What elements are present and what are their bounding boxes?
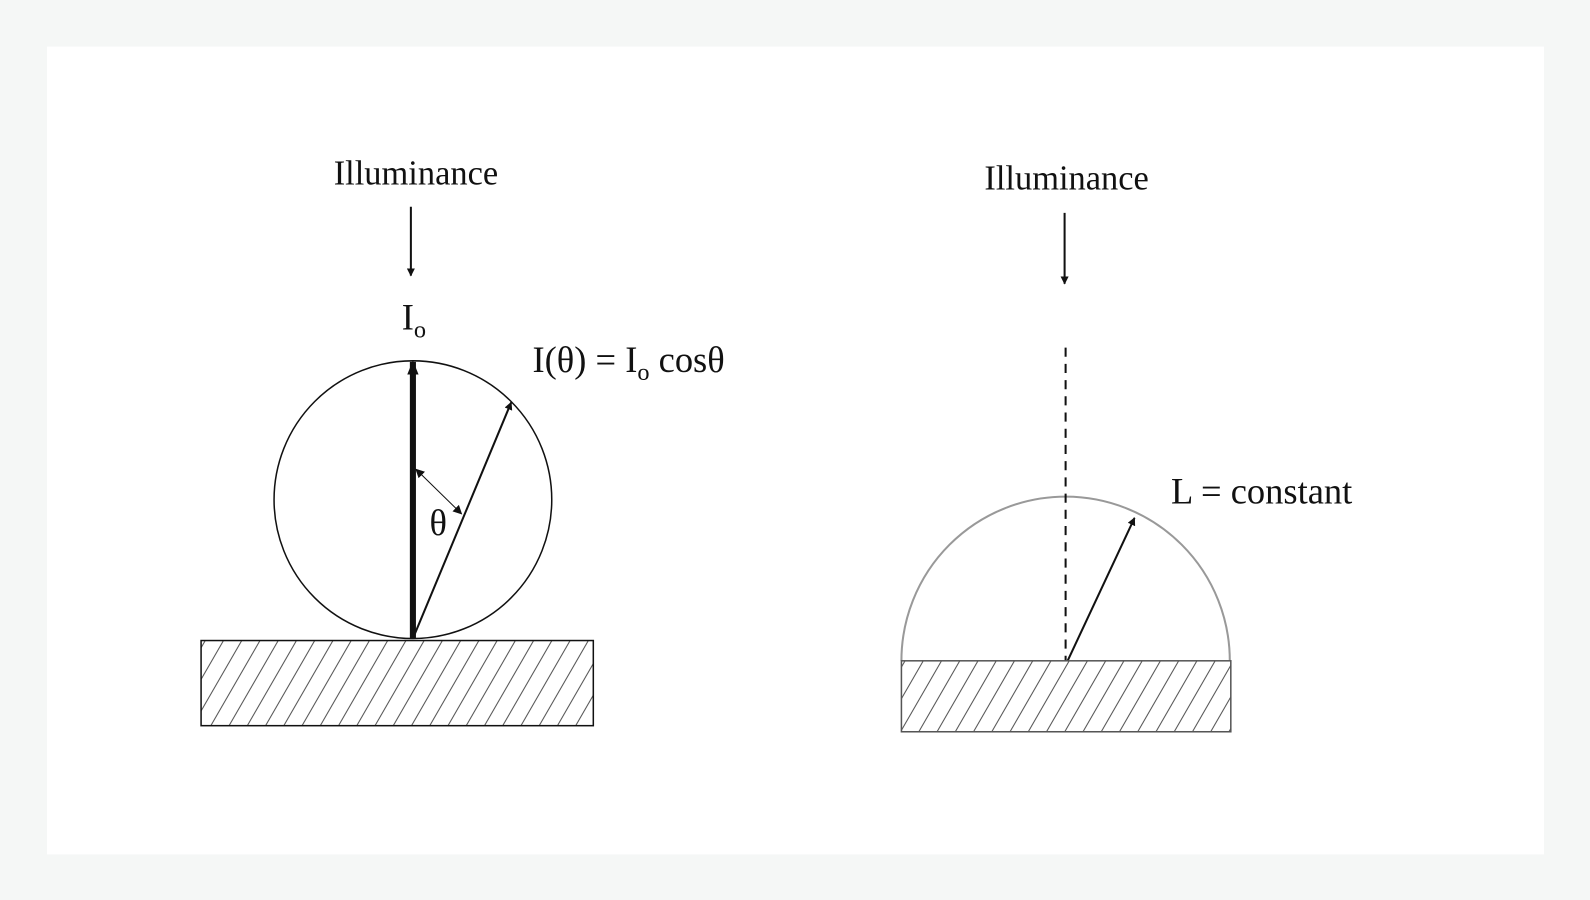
luminance-constant-label: L = constant [1171, 471, 1352, 512]
uniform-luminance-diagram: Illuminance L = constant [900, 160, 1352, 733]
cosine-formula: I(θ) = Io cosθ [533, 339, 725, 386]
surface-hatch-left [201, 640, 594, 726]
surface-hatch-right [901, 660, 1231, 732]
lambertian-diagram: Illuminance Io I(θ) = Io cosθ θ [200, 154, 725, 727]
luminance-arrow [1066, 517, 1136, 662]
angle-indicator [415, 468, 463, 515]
figure-panel [47, 46, 1544, 855]
angle-theta-label: θ [430, 502, 447, 543]
surface-left [200, 639, 595, 727]
illuminance-label-left: Illuminance [334, 154, 498, 192]
surface-right [900, 660, 1232, 733]
angled-intensity-arrow [411, 401, 513, 639]
peak-intensity-label: Io [402, 296, 426, 343]
illuminance-label-right: Illuminance [984, 160, 1148, 198]
